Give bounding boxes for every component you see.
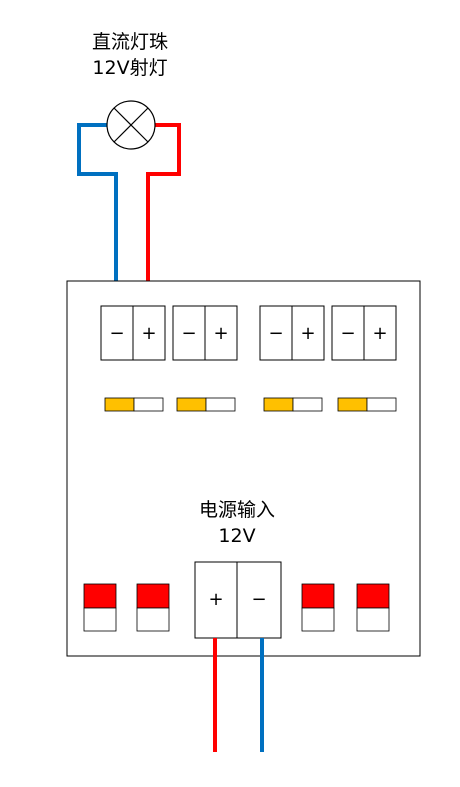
output-terminal-3-minus: − <box>268 323 283 344</box>
indicator-led-1 <box>104 397 164 412</box>
output-terminal-2-plus: + <box>213 323 228 344</box>
switch-2 <box>136 583 170 632</box>
input-terminal-plus: + <box>208 589 223 610</box>
power-title-line2: 12V <box>218 525 255 547</box>
power-title-line1: 电源输入 <box>199 499 275 521</box>
lamp-title-line1: 直流灯珠 <box>92 31 168 53</box>
switch-4 <box>356 583 390 632</box>
indicator-led-3 <box>263 397 323 412</box>
lamp-icon <box>106 100 156 150</box>
output-terminal-2: − + <box>172 305 238 361</box>
output-terminal-3: − + <box>259 305 325 361</box>
indicator-led-4 <box>337 397 397 412</box>
input-terminal: + − <box>194 561 282 639</box>
switch-1 <box>83 583 117 632</box>
lamp-negative-wire <box>77 123 118 306</box>
output-terminal-1-minus: − <box>109 323 124 344</box>
lamp-positive-wire <box>146 123 181 306</box>
output-terminal-1: − + <box>100 305 166 361</box>
lamp-title-line2: 12V射灯 <box>92 57 167 79</box>
output-terminal-4-minus: − <box>340 323 355 344</box>
output-terminal-3-plus: + <box>300 323 315 344</box>
output-terminal-4-plus: + <box>372 323 387 344</box>
input-terminal-minus: − <box>251 589 266 610</box>
output-terminal-4: − + <box>331 305 397 361</box>
output-terminal-2-minus: − <box>181 323 196 344</box>
switch-3 <box>301 583 335 632</box>
indicator-led-2 <box>176 397 236 412</box>
output-terminal-1-plus: + <box>141 323 156 344</box>
